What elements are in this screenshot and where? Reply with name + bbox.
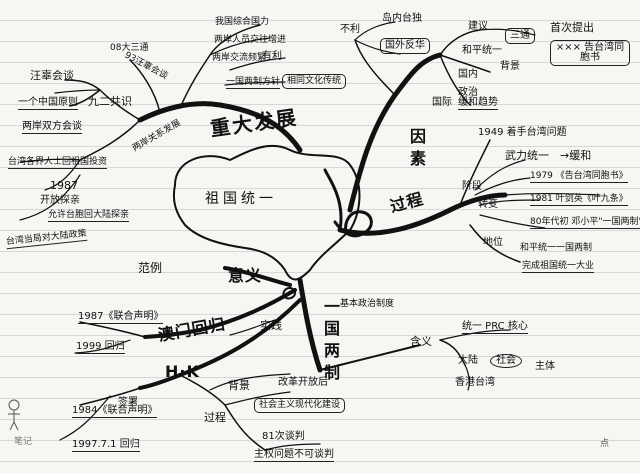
factor-peace: 和平统一 (462, 45, 502, 56)
dev-jl6: 相同文化传统 (282, 74, 347, 89)
factor-guoji: 国际 (432, 97, 452, 108)
center-topic: 祖国统一 (205, 191, 277, 207)
example-label: 范例 (138, 261, 163, 275)
dev-1987: 1987 (50, 179, 78, 192)
dev-consensus: 九二共识 (88, 95, 132, 108)
factor-beijing: 背景 (500, 61, 520, 72)
proc-1979: 1979 《告台湾同胞书》 (530, 171, 628, 183)
branch-significance (223, 266, 292, 287)
branch-hk (138, 298, 302, 390)
factor-moderate: 缓和趋势 (458, 97, 498, 110)
branch-factors (347, 52, 443, 213)
ocpt-zhuti: 主体 (535, 361, 555, 372)
ocpt-prc: 统一 PRC 核心 (462, 321, 528, 334)
proc-jiduan: 阶段 (462, 181, 482, 192)
dev-huiyi: 汪辜会谈 (30, 69, 74, 82)
proc-force: 武力统一 (505, 149, 549, 162)
proc-heping: 和平统一一国两制 (520, 243, 593, 253)
proc-80s: 80年代初 邓小平"一国两制" (530, 218, 640, 229)
branch-significance-label: 意义 (228, 266, 263, 285)
branch-loop (323, 168, 373, 238)
hk-1997: 1997.7.1 回归 (72, 439, 140, 452)
hk-beijing: 背景 (228, 379, 250, 392)
macau-1987: 1987《联合声明》 (78, 311, 164, 324)
doodle-label: 笔记 (14, 437, 33, 447)
dev-buli1: 岛内台独 (382, 13, 422, 24)
branch-hk-label: H·K (165, 362, 200, 381)
ocpt-hk: 香港台湾 (455, 377, 495, 388)
proc-1981: 1981 叶剑英《叶九条》 (530, 194, 628, 206)
branch-macau (143, 288, 297, 339)
ocpt-basic: 基本政治制度 (340, 299, 395, 309)
doodle-figure (8, 399, 20, 431)
branch-ocpt (297, 277, 323, 373)
ocpt-mainland: 大陆 (458, 355, 478, 366)
branch-process (337, 192, 508, 236)
ocpt-social: 社会 (490, 354, 522, 368)
factor-zhengzhi: 政治 (458, 87, 478, 98)
proc-1949: 1949 着手台湾问题 (478, 127, 567, 138)
proc-peaceful: →缓和 (560, 149, 592, 162)
macau-practice: 实践 (260, 319, 282, 332)
hk-sovereign: 主权问题不可谈判 (254, 449, 334, 462)
branch-factors-label: 因素 (407, 128, 426, 172)
factor-guonei: 国内 (458, 69, 478, 80)
dev-visit: 开放探亲 (40, 195, 80, 206)
dev-buli2: 国外反华 (380, 38, 430, 54)
macau-1999: 1999 回归 (76, 341, 125, 354)
dev-youhao: 有利 (262, 51, 282, 62)
hk-guocheng: 过程 (204, 411, 226, 424)
dev-allow: 允许台胞回大陆探亲 (48, 210, 130, 222)
hk-talk81: 81次谈判 (262, 431, 305, 442)
factor-first: 首次提出 (550, 21, 594, 34)
hk-modern: 社会主义现代化建设 (254, 398, 346, 413)
hk-sign: 签署 (118, 397, 138, 408)
dev-08: 08大三通 (110, 43, 149, 53)
dev-jl3: 两岸交流频繁 (212, 53, 267, 63)
factor-jianyi: 建议 (468, 21, 488, 32)
hk-1984: 1984《联合声明》 (72, 405, 158, 418)
proc-wancheng: 完成祖国统一大业 (522, 261, 595, 273)
branch-ocpt-label: 一国两制 (321, 298, 340, 386)
proc-diwei: 地位 (483, 237, 503, 248)
hk-reform: 改革开放后 (278, 377, 328, 388)
dev-one-china: 一个中国原则 (18, 97, 78, 110)
branch-development (137, 101, 303, 153)
dev-ninety: 台湾各界人士回祖国投资 (8, 157, 108, 169)
dev-jl5: 一国两制方针 (226, 77, 281, 89)
corner-mark: 点 (600, 439, 610, 449)
dev-buli: 不利 (340, 24, 360, 35)
dev-jl4: 我国综合国力 (215, 17, 270, 27)
dev-talk: 两岸双方会谈 (22, 121, 82, 134)
ocpt-hanyi: 含义 (410, 335, 432, 348)
factor-xxx: ××× 告台湾同胞书 (550, 40, 630, 66)
center-blob (172, 144, 361, 281)
dev-jl2: 两岸人员交往增进 (214, 35, 287, 45)
proc-zhuanbian: 转变 (478, 199, 498, 210)
factor-sanwen: 三通 (505, 28, 535, 44)
